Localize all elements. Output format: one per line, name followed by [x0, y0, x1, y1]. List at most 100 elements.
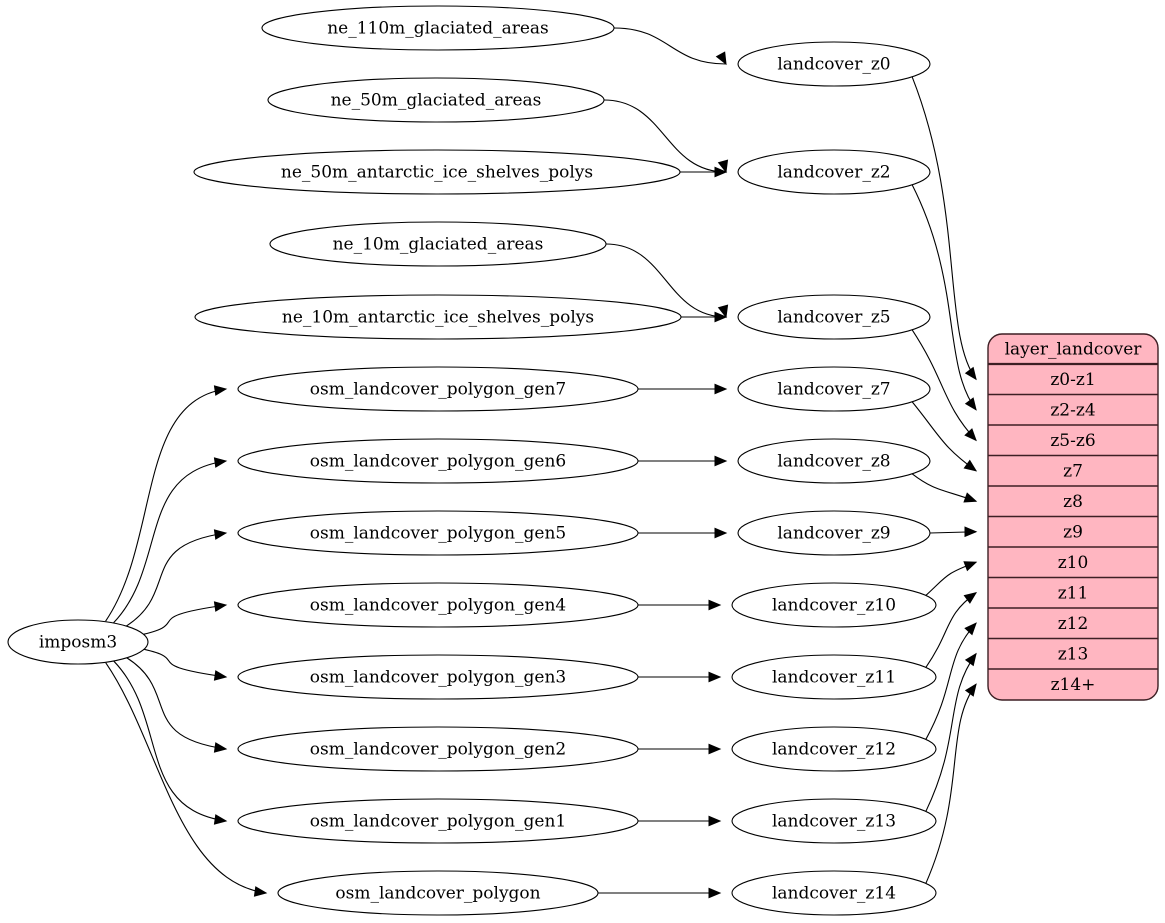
input-node-ellipse — [237, 438, 639, 484]
node-label: landcover_z2 — [777, 163, 890, 183]
node-landcover_z0[interactable]: landcover_z0 — [737, 41, 931, 87]
node-osm_landcover_polygon[interactable]: osm_landcover_polygon — [277, 870, 599, 916]
node-osm_landcover_polygon_gen7[interactable]: osm_landcover_polygon_gen7 — [237, 366, 639, 412]
table-row-label-z13[interactable]: z13 — [1058, 644, 1089, 664]
table-row-label-z9[interactable]: z9 — [1063, 522, 1083, 542]
edge-imposm3-to-osm_landcover_polygon_gen5 — [125, 532, 227, 627]
node-osm_landcover_polygon_gen1[interactable]: osm_landcover_polygon_gen1 — [237, 798, 639, 844]
node-landcover_z8[interactable]: landcover_z8 — [737, 438, 931, 484]
node-label: landcover_z13 — [772, 812, 896, 832]
input-node-ellipse — [194, 294, 682, 340]
input-node-ellipse — [261, 5, 615, 51]
table-row-label-z7[interactable]: z7 — [1063, 461, 1083, 481]
mid-node-ellipse — [737, 294, 931, 340]
table-row-label-z10[interactable]: z10 — [1058, 553, 1089, 573]
table-row-label-z14+[interactable]: z14+ — [1051, 675, 1096, 695]
edge-arrowhead — [963, 591, 978, 604]
edge-arrowhead — [964, 526, 978, 538]
node-landcover_z10[interactable]: landcover_z10 — [731, 582, 937, 628]
node-osm_landcover_polygon_gen2[interactable]: osm_landcover_polygon_gen2 — [237, 726, 639, 772]
mid-node-ellipse — [731, 798, 937, 844]
mid-node-ellipse — [737, 438, 931, 484]
node-label: osm_landcover_polygon_gen5 — [310, 524, 566, 544]
edge-arrowhead — [708, 887, 722, 899]
edge-imposm3-to-osm_landcover_polygon — [105, 662, 267, 894]
input-node-ellipse — [237, 798, 639, 844]
node-ne_10m_antarctic_ice_shelves_polys[interactable]: ne_10m_antarctic_ice_shelves_polys — [194, 294, 682, 340]
input-node-ellipse — [237, 582, 639, 628]
node-label: osm_landcover_polygon_gen7 — [310, 380, 566, 400]
table-node-layer_landcover[interactable]: layer_landcoverz0-z1z2-z4z5-z6z7z8z9z10z… — [987, 333, 1159, 701]
edge-arrowhead — [213, 601, 228, 612]
node-ne_110m_glaciated_areas[interactable]: ne_110m_glaciated_areas — [261, 5, 615, 51]
edge-arrowhead — [708, 671, 722, 683]
node-landcover_z9[interactable]: landcover_z9 — [737, 510, 931, 556]
input-node-ellipse — [193, 149, 681, 195]
node-label: osm_landcover_polygon_gen4 — [310, 596, 566, 616]
node-label: ne_50m_glaciated_areas — [331, 91, 542, 111]
node-label: landcover_z14 — [772, 884, 896, 904]
node-label: osm_landcover_polygon_gen3 — [310, 668, 566, 688]
node-landcover_z14[interactable]: landcover_z14 — [731, 870, 937, 916]
table-row-label-z0-z1[interactable]: z0-z1 — [1050, 370, 1095, 390]
table-row-label-z2-z4[interactable]: z2-z4 — [1050, 400, 1095, 420]
mid-node-ellipse — [737, 366, 931, 412]
edge-landcover_z5-to-z5-z6 — [911, 329, 977, 441]
node-label: landcover_z7 — [777, 380, 890, 400]
edges-layer — [105, 27, 978, 899]
edge-arrowhead — [715, 51, 727, 66]
table-row-label-z8[interactable]: z8 — [1063, 492, 1083, 512]
node-label: ne_50m_antarctic_ice_shelves_polys — [281, 163, 593, 183]
table-node-layer: layer_landcoverz0-z1z2-z4z5-z6z7z8z9z10z… — [987, 333, 1159, 701]
edge-landcover_z12-to-z12 — [925, 622, 977, 740]
edge-arrowhead — [964, 622, 977, 636]
node-label: osm_landcover_polygon — [335, 884, 540, 904]
edge-landcover_z2-to-z2-z4 — [911, 184, 977, 411]
edge-arrowhead — [708, 815, 722, 827]
edge-arrowhead — [213, 814, 228, 825]
node-landcover_z7[interactable]: landcover_z7 — [737, 366, 931, 412]
node-label: landcover_z5 — [777, 308, 890, 328]
input-node-ellipse — [237, 726, 639, 772]
edge-arrowhead — [213, 670, 228, 681]
table-row-label-z5-z6[interactable]: z5-z6 — [1050, 431, 1095, 451]
edge-arrowhead — [714, 527, 728, 539]
input-node-ellipse — [237, 366, 639, 412]
edge-landcover_z7-to-z7 — [911, 401, 977, 472]
edge-arrowhead — [213, 742, 228, 753]
source-node-ellipse — [7, 619, 149, 665]
node-osm_landcover_polygon_gen6[interactable]: osm_landcover_polygon_gen6 — [237, 438, 639, 484]
table-row-label-z12[interactable]: z12 — [1058, 614, 1089, 634]
edge-arrowhead — [213, 457, 228, 468]
edge-imposm3-to-osm_landcover_polygon_gen7 — [105, 388, 227, 622]
edge-arrowhead — [708, 743, 722, 755]
node-label: landcover_z9 — [777, 524, 890, 544]
node-label: osm_landcover_polygon_gen1 — [310, 812, 566, 832]
edge-ne_110m_glaciated_areas-to-landcover_z0 — [613, 27, 727, 65]
edge-arrowhead — [964, 366, 977, 381]
edge-imposm3-to-osm_landcover_polygon_gen3 — [139, 647, 227, 678]
node-landcover_z2[interactable]: landcover_z2 — [737, 149, 931, 195]
node-ne_50m_antarctic_ice_shelves_polys[interactable]: ne_50m_antarctic_ice_shelves_polys — [193, 149, 681, 195]
node-label: landcover_z10 — [772, 596, 896, 616]
node-landcover_z12[interactable]: landcover_z12 — [731, 726, 937, 772]
mid-node-ellipse — [731, 654, 937, 700]
mid-node-ellipse — [737, 510, 931, 556]
node-ne_50m_glaciated_areas[interactable]: ne_50m_glaciated_areas — [267, 77, 605, 123]
node-label: imposm3 — [39, 633, 117, 653]
node-imposm3[interactable]: imposm3 — [7, 619, 149, 665]
node-osm_landcover_polygon_gen4[interactable]: osm_landcover_polygon_gen4 — [237, 582, 639, 628]
node-landcover_z13[interactable]: landcover_z13 — [731, 798, 937, 844]
edge-arrowhead — [213, 529, 228, 540]
edge-ne_50m_glaciated_areas-to-landcover_z2 — [603, 99, 727, 173]
node-osm_landcover_polygon_gen5[interactable]: osm_landcover_polygon_gen5 — [237, 510, 639, 556]
node-landcover_z5[interactable]: landcover_z5 — [737, 294, 931, 340]
edge-landcover_z14-to-z14+ — [925, 683, 977, 884]
mid-node-ellipse — [731, 726, 937, 772]
table-row-label-z11[interactable]: z11 — [1058, 583, 1089, 603]
node-osm_landcover_polygon_gen3[interactable]: osm_landcover_polygon_gen3 — [237, 654, 639, 700]
node-landcover_z11[interactable]: landcover_z11 — [731, 654, 937, 700]
edge-ne_10m_glaciated_areas-to-landcover_z5 — [605, 243, 727, 318]
node-ne_10m_glaciated_areas[interactable]: ne_10m_glaciated_areas — [269, 221, 607, 267]
